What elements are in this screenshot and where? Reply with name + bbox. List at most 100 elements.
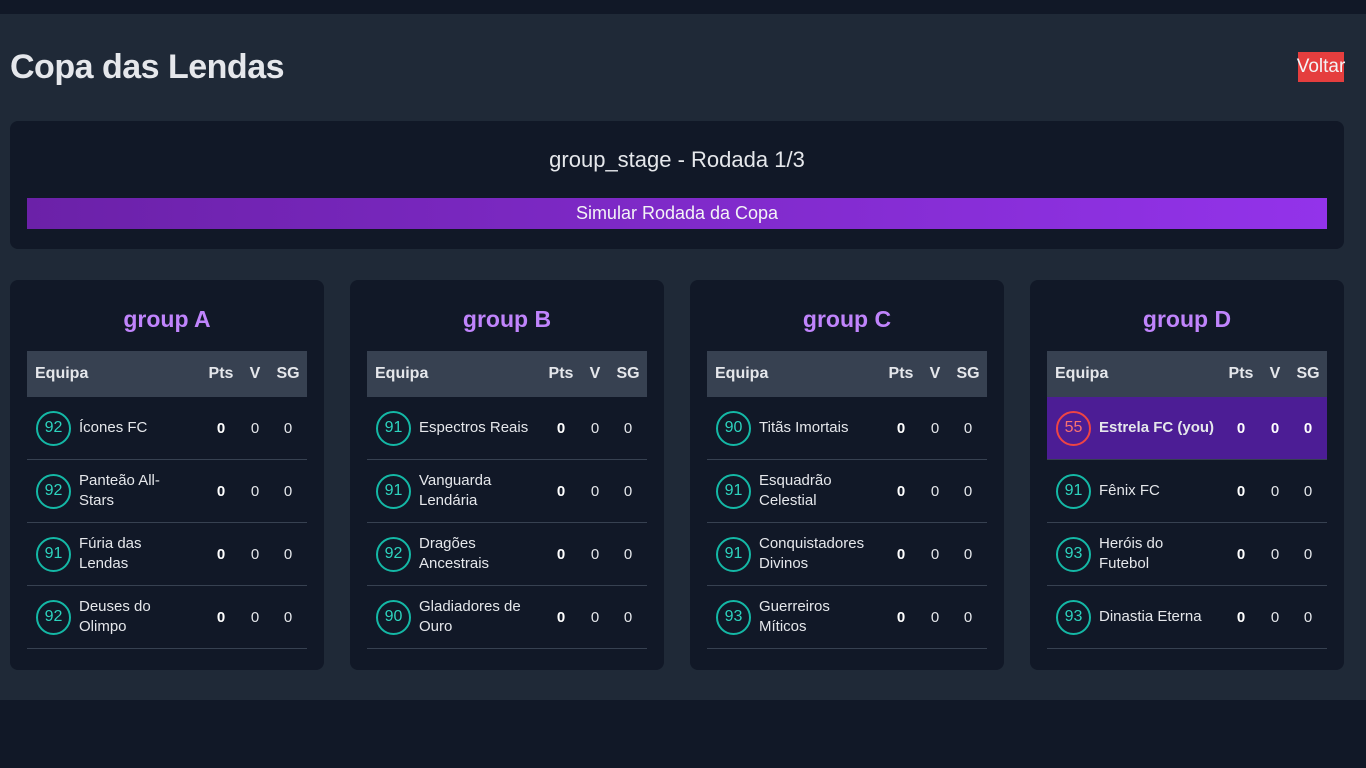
team-name: Ícones FC xyxy=(79,419,148,436)
standings-table: Equipa Pts V SG 55 Estrela FC (you) 0 0 … xyxy=(1047,351,1327,649)
standings-table: Equipa Pts V SG 90 Titãs Imortais 0 0 0 … xyxy=(707,351,987,649)
team-wins: 0 xyxy=(250,482,260,500)
team-rating-badge: 93 xyxy=(716,599,751,635)
team-goal-diff: 0 xyxy=(1303,545,1313,563)
team-points: 0 xyxy=(1236,482,1246,500)
team-cell: 90 Titãs Imortais xyxy=(707,410,881,446)
team-points: 0 xyxy=(556,482,566,500)
team-name: Dinastia Eterna xyxy=(1099,608,1202,625)
team-wins: 0 xyxy=(250,545,260,563)
cup-page: Copa das Lendas Voltar group_stage - Rod… xyxy=(0,14,1366,700)
team-cell: 93 Heróis do Futebol xyxy=(1047,534,1221,574)
team-row[interactable]: 92 Ícones FC 0 0 0 xyxy=(27,397,307,460)
team-name: Dragões Ancestrais xyxy=(419,535,490,572)
team-name: Espectros Reais xyxy=(419,419,529,436)
group-title: group A xyxy=(123,306,211,332)
round-title: group_stage - Rodada 1/3 xyxy=(549,147,805,172)
team-goal-diff: 0 xyxy=(623,419,633,437)
team-rating-badge: 91 xyxy=(36,536,71,572)
team-cell: 91 Vanguarda Lendária xyxy=(367,471,541,511)
team-points: 0 xyxy=(216,545,226,563)
team-rating-badge: 91 xyxy=(1056,473,1091,509)
team-cell: 91 Conquistadores Divinos xyxy=(707,534,881,574)
team-name: Titãs Imortais xyxy=(759,419,849,436)
header-pts: Pts xyxy=(208,365,234,382)
group-card-b: group B Equipa Pts V SG 91 Espectros Rea… xyxy=(350,280,664,670)
group-title: group C xyxy=(802,306,892,332)
team-row-user[interactable]: 55 Estrela FC (you) 0 0 0 xyxy=(1047,397,1327,460)
team-row[interactable]: 93 Guerreiros Míticos 0 0 0 xyxy=(707,586,987,649)
team-rating-badge: 93 xyxy=(1056,599,1091,635)
team-name: Deuses do Olimpo xyxy=(79,598,151,635)
team-name: Heróis do Futebol xyxy=(1099,535,1164,572)
team-row[interactable]: 92 Panteão All-Stars 0 0 0 xyxy=(27,460,307,523)
team-row[interactable]: 90 Titãs Imortais 0 0 0 xyxy=(707,397,987,460)
standings-body: 91 Espectros Reais 0 0 0 91 Vanguarda Le… xyxy=(367,397,647,649)
team-points: 0 xyxy=(216,482,226,500)
team-cell: 91 Fênix FC xyxy=(1047,473,1221,509)
team-points: 0 xyxy=(896,419,906,437)
team-wins: 0 xyxy=(1270,482,1280,500)
team-goal-diff: 0 xyxy=(963,545,973,563)
team-goal-diff: 0 xyxy=(283,419,293,437)
header-team: Equipa xyxy=(35,365,89,382)
header-pts: Pts xyxy=(888,365,914,382)
team-points: 0 xyxy=(896,608,906,626)
team-rating-badge: 90 xyxy=(716,410,751,446)
team-rating-badge: 92 xyxy=(36,473,71,509)
team-row[interactable]: 93 Dinastia Eterna 0 0 0 xyxy=(1047,586,1327,649)
team-wins: 0 xyxy=(590,419,600,437)
page-header: Copa das Lendas Voltar xyxy=(10,44,1345,94)
header-pts: Pts xyxy=(1228,365,1254,382)
team-row[interactable]: 91 Fênix FC 0 0 0 xyxy=(1047,460,1327,523)
back-button[interactable]: Voltar xyxy=(1297,52,1345,82)
team-wins: 0 xyxy=(590,608,600,626)
page-title: Copa das Lendas xyxy=(10,48,285,86)
team-row[interactable]: 93 Heróis do Futebol 0 0 0 xyxy=(1047,523,1327,586)
team-goal-diff: 0 xyxy=(1303,482,1313,500)
team-goal-diff: 0 xyxy=(283,608,293,626)
team-rating-badge: 93 xyxy=(1056,536,1091,572)
team-row[interactable]: 92 Dragões Ancestrais 0 0 0 xyxy=(367,523,647,586)
standings-table: Equipa Pts V SG 91 Espectros Reais 0 0 0… xyxy=(367,351,647,649)
team-row[interactable]: 91 Conquistadores Divinos 0 0 0 xyxy=(707,523,987,586)
team-row[interactable]: 91 Espectros Reais 0 0 0 xyxy=(367,397,647,460)
team-cell: 92 Deuses do Olimpo xyxy=(27,597,201,637)
team-row[interactable]: 92 Deuses do Olimpo 0 0 0 xyxy=(27,586,307,649)
team-name: Panteão All-Stars xyxy=(79,472,160,509)
team-wins: 0 xyxy=(590,482,600,500)
standings-header: Equipa Pts V SG xyxy=(27,351,307,397)
team-name: Esquadrão Celestial xyxy=(759,472,832,509)
team-points: 0 xyxy=(1236,545,1246,563)
standings-body: 55 Estrela FC (you) 0 0 0 91 Fênix FC 0 … xyxy=(1047,397,1327,649)
team-points: 0 xyxy=(556,608,566,626)
team-row[interactable]: 91 Esquadrão Celestial 0 0 0 xyxy=(707,460,987,523)
standings-header: Equipa Pts V SG xyxy=(367,351,647,397)
team-row[interactable]: 90 Gladiadores de Ouro 0 0 0 xyxy=(367,586,647,649)
team-rating-badge: 91 xyxy=(376,473,411,509)
header-v: V xyxy=(929,365,941,382)
team-wins: 0 xyxy=(250,608,260,626)
team-wins: 0 xyxy=(930,545,940,563)
team-points: 0 xyxy=(556,545,566,563)
standings-body: 92 Ícones FC 0 0 0 92 Panteão All-Stars … xyxy=(27,397,307,649)
team-points: 0 xyxy=(896,482,906,500)
team-goal-diff: 0 xyxy=(623,608,633,626)
team-cell: 91 Espectros Reais xyxy=(367,410,541,446)
team-goal-diff: 0 xyxy=(1303,419,1313,437)
team-rating-badge: 92 xyxy=(376,536,411,572)
team-cell: 90 Gladiadores de Ouro xyxy=(367,597,541,637)
team-cell: 92 Panteão All-Stars xyxy=(27,471,201,511)
team-cell: 93 Guerreiros Míticos xyxy=(707,597,881,637)
team-row[interactable]: 91 Vanguarda Lendária 0 0 0 xyxy=(367,460,647,523)
team-goal-diff: 0 xyxy=(1303,608,1313,626)
team-points: 0 xyxy=(556,419,566,437)
header-team: Equipa xyxy=(1055,365,1109,382)
team-goal-diff: 0 xyxy=(963,482,973,500)
team-points: 0 xyxy=(896,545,906,563)
team-row[interactable]: 91 Fúria das Lendas 0 0 0 xyxy=(27,523,307,586)
header-sg: SG xyxy=(956,365,980,382)
simulate-round-button[interactable]: Simular Rodada da Copa xyxy=(27,198,1327,229)
team-goal-diff: 0 xyxy=(283,482,293,500)
standings-header: Equipa Pts V SG xyxy=(1047,351,1327,397)
